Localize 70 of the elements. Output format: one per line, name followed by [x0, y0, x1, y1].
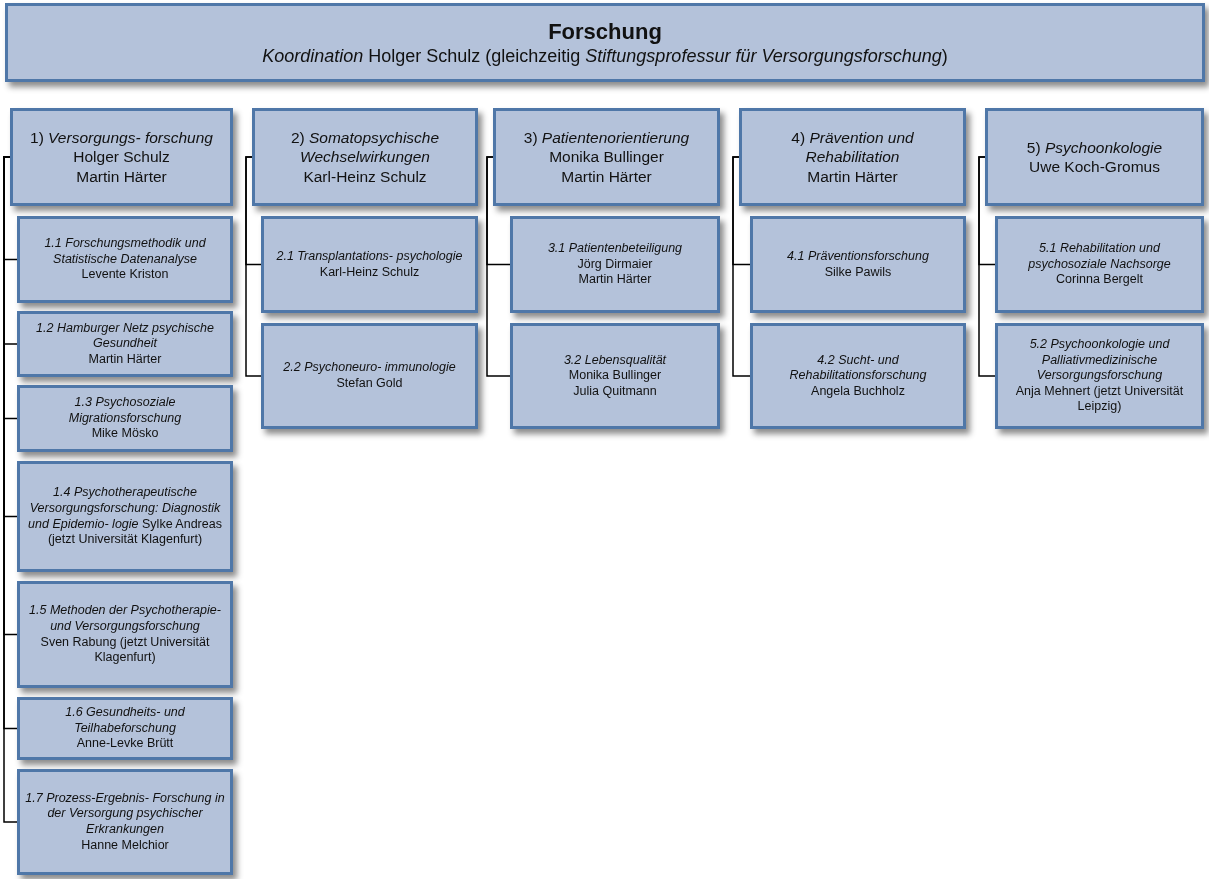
- box-text: Mike Mösko: [91, 426, 159, 442]
- unit-box: [510, 323, 720, 429]
- box-heading: 1.7 Prozess-Ergebnis- Forschung in der Versorgung psychischer Erkrankungen: [24, 790, 226, 838]
- department-box: [985, 108, 1204, 206]
- department-box: [493, 108, 720, 206]
- box-text: Anja Mehnert (jetzt Universität Leipzig): [1014, 383, 1185, 416]
- unit-box: [995, 216, 1204, 313]
- box-heading: 2.2 Psychoneuro- immunologie: [283, 360, 456, 376]
- unit-box: [995, 323, 1204, 429]
- box-text: Silke Pawils: [824, 264, 892, 281]
- box-heading: 1.6 Gesundheits- und Teilhabeforschung: [64, 705, 186, 737]
- box-text: Martin Härter: [561, 166, 652, 187]
- box-text: Stefan Gold: [336, 376, 403, 392]
- department-box: [739, 108, 966, 206]
- box-text: Holger Schulz: [73, 147, 170, 167]
- box-heading: 4.1 Präventionsforschung: [787, 248, 929, 265]
- unit-box: [17, 581, 233, 688]
- box-text: Corinna Bergelt: [1056, 272, 1143, 288]
- box-heading: 1.3 Psychosoziale Migrationsforschung: [67, 395, 183, 427]
- unit-box: [261, 216, 478, 313]
- box-text: Martin Härter: [88, 351, 162, 368]
- box-text: Karl-Heinz Schulz: [303, 166, 427, 187]
- box-text: Angela Buchholz: [811, 383, 905, 400]
- unit-box: [17, 385, 233, 452]
- connector-line: [245, 156, 262, 377]
- unit-box: [261, 323, 478, 429]
- unit-box: [17, 461, 233, 572]
- box-text: Uwe Koch-Gromus: [1029, 157, 1160, 177]
- box-heading: 2) Somatopsychische Wechselwirkungen: [289, 127, 441, 167]
- box-heading: 3.1 Patientenbeteiligung: [547, 241, 683, 257]
- box-text: Martin Härter: [578, 272, 652, 288]
- department-box: [10, 108, 233, 206]
- box-text: Monika Bullinger: [549, 147, 664, 167]
- box-heading: 2.1 Transplantations- psychologie: [276, 248, 463, 265]
- connector-line: [978, 156, 996, 377]
- box-heading: 3.2 Lebensqualität: [563, 352, 667, 369]
- box-heading: 1.2 Hamburger Netz psychische Gesundheit: [35, 320, 215, 352]
- box-text: Monika Bullinger: [568, 368, 662, 384]
- department-box: [252, 108, 478, 206]
- box-text: Jörg Dirmaier: [577, 256, 653, 273]
- connector-line: [732, 156, 751, 377]
- unit-box: [750, 323, 966, 429]
- box-heading: 1.1 Forschungsmethodik und Statistische Datenanalyse: [43, 236, 207, 268]
- unit-box: [750, 216, 966, 313]
- unit-box: [17, 697, 233, 760]
- box-text: Karl-Heinz Schulz: [319, 264, 420, 281]
- box-heading: 1.5 Methoden der Psychotherapie- und Versorgungsforschung: [28, 603, 222, 635]
- box-text: Martin Härter: [807, 166, 898, 187]
- box-heading: 5) Psychoonkologie: [1026, 137, 1163, 157]
- box-heading: 1) Versorgungs- forschung: [30, 127, 213, 148]
- box-heading: 1.4 Psychotherapeutische Versorgungsforschung: Diagnostik und Epidemio- logie Sylke Andreas (jetzt Universität Klagenfurt): [27, 485, 223, 548]
- box-heading: 4) Prävention und Rehabilitation: [790, 127, 915, 167]
- unit-box: [17, 769, 233, 875]
- box-text: Martin Härter: [76, 166, 167, 187]
- box-text: Anne-Levke Brütt: [76, 736, 174, 752]
- box-heading: 5.2 Psychoonkologie und Palliativmedizinische Versorgungsforschung: [1028, 336, 1171, 384]
- box-heading: 4.2 Sucht- und Rehabilitationsforschung: [788, 352, 928, 384]
- box-text: Sven Rabung (jetzt Universität Klagenfurt): [39, 634, 211, 666]
- header-box: [5, 3, 1205, 82]
- unit-box: [17, 216, 233, 303]
- box-text: Levente Kriston: [81, 267, 169, 283]
- box-heading: 5.1 Rehabilitation und psychosoziale Nachsorge: [1027, 241, 1172, 273]
- connector-line: [486, 156, 511, 377]
- unit-box: [510, 216, 720, 313]
- unit-box: [17, 311, 233, 377]
- box-heading: 3) Patientenorientierung: [523, 127, 690, 148]
- box-text: Julia Quitmann: [573, 383, 657, 400]
- box-text: Hanne Melchior: [81, 837, 169, 854]
- box-text: Koordination Holger Schulz (gleichzeitig Stiftungsprofessur für Versorgungsforschung): [262, 45, 948, 68]
- box-heading: Forschung: [548, 17, 662, 45]
